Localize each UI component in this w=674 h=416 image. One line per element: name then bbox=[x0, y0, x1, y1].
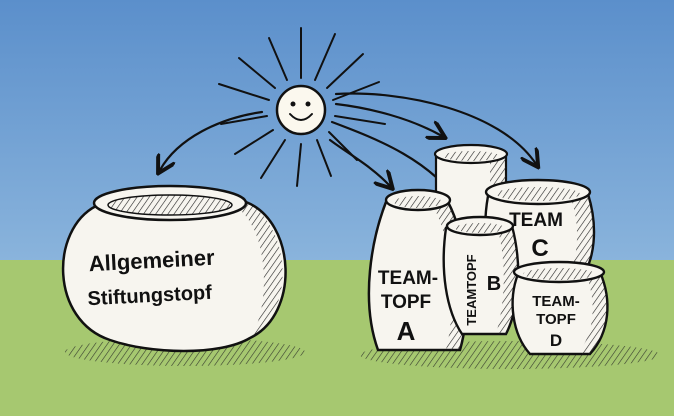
sun-rays bbox=[218, 27, 386, 187]
team-b-label-line2: B bbox=[487, 273, 501, 295]
team-c-label-line1: TEAM bbox=[509, 210, 563, 231]
team-pot-b: TEAMTOPF B bbox=[442, 215, 520, 336]
team-pot-c: TEAM C bbox=[484, 178, 596, 284]
team-d-label-line3: D bbox=[550, 331, 562, 350]
arrow-to-team-a bbox=[328, 138, 390, 186]
team-d-label-line1: TEAM- bbox=[532, 293, 580, 310]
arrow-to-team-topf-top bbox=[334, 102, 442, 136]
team-c-label-line2: C bbox=[531, 235, 548, 262]
team-a-label-line2: TOPF bbox=[381, 292, 431, 313]
arrow-to-general-pot bbox=[160, 110, 264, 170]
team-d-label-line2: TOPF bbox=[536, 311, 576, 328]
general-pot: Allgemeiner Stiftungstopf bbox=[61, 184, 287, 353]
sun-icon bbox=[218, 27, 386, 187]
team-a-label-line1: TEAM- bbox=[378, 268, 438, 289]
team-a-label-line3: A bbox=[397, 316, 416, 346]
team-pot-d: TEAM- TOPF D bbox=[511, 260, 609, 356]
team-b-label-line1: TEAMTOPF bbox=[464, 254, 479, 325]
arrow-to-team-c bbox=[334, 92, 536, 164]
